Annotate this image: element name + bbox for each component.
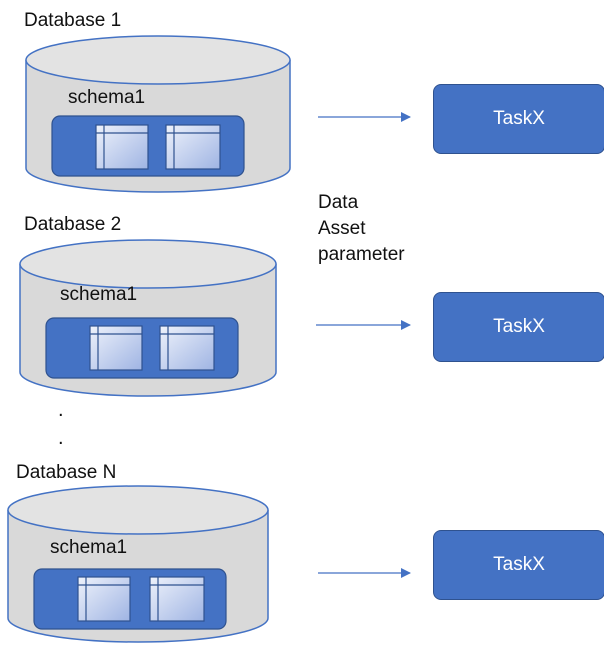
database-2-cylinder bbox=[19, 239, 277, 397]
data-asset-parameter-label: Data Asset parameter bbox=[318, 190, 405, 268]
schema-label: schema1 bbox=[50, 537, 128, 558]
ellipsis-dot: . bbox=[58, 399, 64, 421]
table-icon bbox=[165, 124, 221, 170]
database-n-label: Database N bbox=[16, 462, 117, 483]
cylinder-top bbox=[25, 35, 291, 85]
cylinder-top bbox=[19, 239, 277, 289]
cylinder-top bbox=[7, 485, 269, 535]
table-icon bbox=[89, 325, 143, 371]
ellipsis-dot: . bbox=[58, 427, 64, 449]
table-icon bbox=[159, 325, 215, 371]
schema-label: schema1 bbox=[60, 284, 138, 305]
table-icon bbox=[149, 576, 205, 622]
parameter-label-line: parameter bbox=[318, 244, 405, 265]
schema-label: schema1 bbox=[68, 87, 146, 108]
table-icon bbox=[77, 576, 131, 622]
task-box-2: TaskX bbox=[433, 292, 604, 362]
parameter-label-line: Data bbox=[318, 192, 359, 213]
table-icon bbox=[95, 124, 149, 170]
task-box-1: TaskX bbox=[433, 84, 604, 154]
parameter-label-line: Asset bbox=[318, 218, 366, 239]
database-n-cylinder bbox=[7, 485, 269, 643]
database-2-label: Database 2 bbox=[24, 214, 122, 235]
database-1-cylinder bbox=[25, 35, 291, 193]
task-box-n: TaskX bbox=[433, 530, 604, 600]
database-1-label: Database 1 bbox=[24, 10, 122, 31]
